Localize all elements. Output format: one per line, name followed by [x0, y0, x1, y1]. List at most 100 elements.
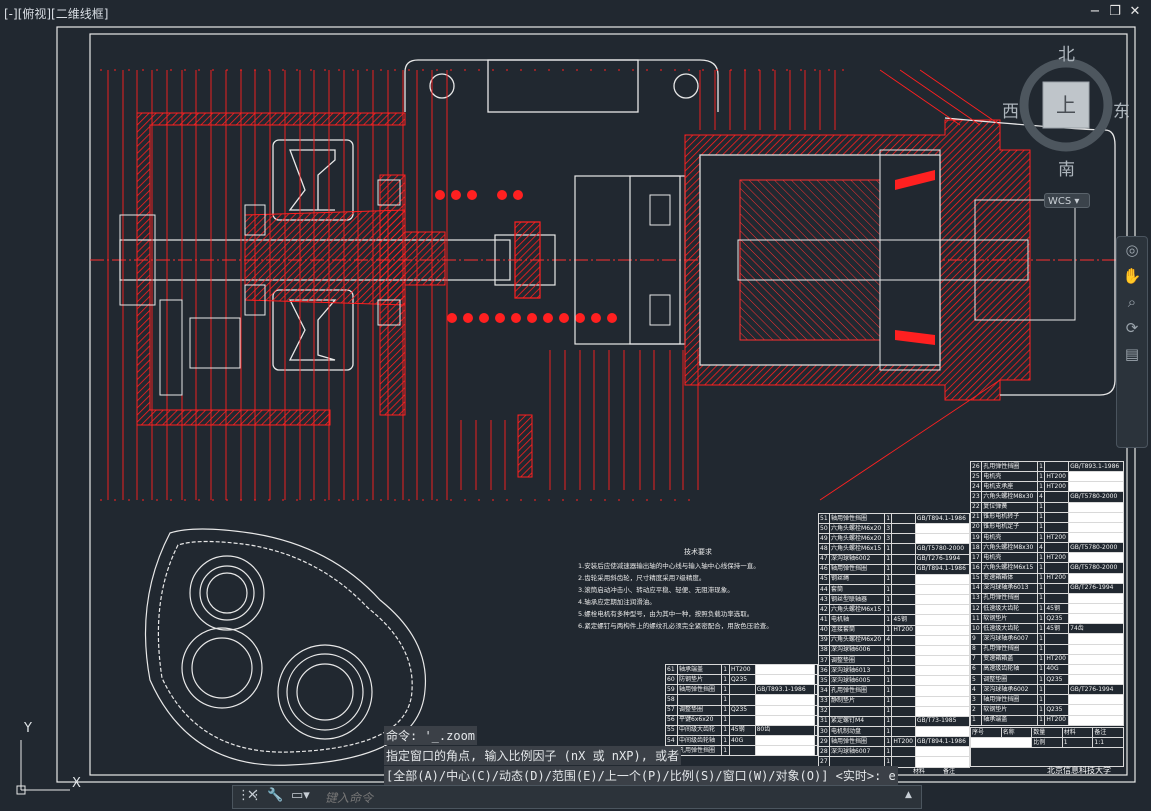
bom-cell: 60	[664, 674, 679, 686]
customize-wrench-icon[interactable]: 🔧	[267, 788, 284, 803]
bom-cell: 5	[969, 673, 983, 686]
bom-cell: 1	[1037, 714, 1046, 726]
bom-cell: 1	[1037, 673, 1046, 686]
bom-cell: 低速级大齿轮	[981, 602, 1039, 615]
bom-cell	[1044, 643, 1070, 655]
viewcube-face: 上	[1056, 93, 1076, 117]
tech-note: 5.螺栓电机有多种型号，由为其中一种，按照负载功率选取。	[578, 610, 754, 618]
bom-cell: 套筒	[829, 583, 886, 596]
bom-cell	[1068, 643, 1124, 655]
bom-row: 53孔用弹性挡圈1	[664, 745, 819, 757]
bom-cell: 40G	[1044, 663, 1070, 675]
bom-cell: 六角头螺栓M6x20	[829, 523, 886, 535]
bom-cell	[1044, 542, 1070, 554]
bom-cell: 深沟球轴承6002	[981, 684, 1039, 696]
bom-cell: 深沟球轴6005	[829, 675, 886, 687]
bom-cell	[813, 714, 819, 726]
bom-cell: 1	[1037, 511, 1046, 523]
bom-cell: 28	[817, 746, 831, 758]
close-button[interactable]: ✕	[1129, 4, 1141, 19]
restore-button[interactable]: ❐	[1109, 4, 1121, 19]
wcs-menu[interactable]: WCS ▾	[1044, 193, 1090, 208]
bom-cell: 45钢	[1044, 602, 1070, 615]
bom-cell: 38	[817, 644, 831, 656]
bom-cell: 55	[664, 724, 679, 736]
signature-block	[970, 747, 1124, 768]
bom-cell: 3	[969, 694, 983, 706]
bom-cell: 六角头螺栓M8x30	[981, 542, 1039, 554]
bom-cell: 深沟球轴承6013	[981, 582, 1039, 594]
bom-cell: 变速箱箱体	[981, 572, 1039, 584]
bom-cell: 56	[664, 714, 679, 726]
minimize-button[interactable]: −	[1089, 4, 1101, 19]
bom-cell: 平键6x6x20	[677, 714, 723, 726]
bom-cell: 20	[969, 521, 983, 533]
bom-cell: 80齿	[754, 724, 815, 736]
tech-note: 6.紧定螺钉与两构件上的螺纹孔必须完全紧密配合，用放色压验查。	[578, 622, 773, 630]
bom-cell	[891, 604, 916, 616]
recent-commands-button[interactable]: ▭▾	[291, 788, 310, 803]
command-history-toggle[interactable]: ▲	[905, 790, 912, 800]
bom-cell: 轴用弹性挡圈	[829, 736, 886, 748]
close-command-line-button[interactable]: ✕	[247, 788, 258, 803]
bom-cell	[677, 694, 723, 706]
bom-cell: 深沟球轴6002	[829, 553, 886, 565]
bom-cell: 59	[664, 684, 679, 696]
bom-cell: 29	[817, 736, 831, 748]
orbit-icon[interactable]: ⟳	[1125, 319, 1139, 337]
bom-cell: GB/T5780-2000	[1068, 491, 1124, 503]
bom-cell: HT200	[1044, 531, 1070, 544]
bom-cell: 30	[817, 725, 831, 738]
bom-cell: 1	[1037, 623, 1046, 635]
coupling	[494, 175, 686, 345]
bom-cell: 3	[884, 533, 893, 545]
bom-cell: 六角头螺栓M6x15	[829, 604, 886, 616]
viewcube-east[interactable]: 东	[1113, 102, 1130, 122]
bom-cell: 孔用弹性挡圈	[677, 745, 723, 757]
bom-cell: 1	[1037, 653, 1046, 665]
bom-cell: 1	[721, 724, 730, 736]
command-input[interactable]	[323, 786, 907, 810]
viewcube-north[interactable]: 北	[1058, 45, 1075, 65]
bom-cell: 1	[884, 725, 893, 738]
bom-cell	[1068, 633, 1124, 645]
bom-cell	[914, 654, 971, 667]
bom-cell: 10	[969, 623, 983, 635]
bom-cell: 1	[884, 563, 893, 575]
bom-cell: 37	[817, 654, 831, 667]
bom-cell	[891, 675, 916, 687]
showmotion-icon[interactable]: ▤	[1124, 345, 1140, 363]
bom-cell	[1068, 552, 1124, 564]
viewport-label[interactable]: [-][俯视][二维线框]	[4, 7, 109, 21]
bom-cell: 1	[884, 604, 893, 616]
bom-cell: 电机壳	[981, 552, 1039, 564]
bom-cell	[754, 714, 815, 726]
tech-note: 1.安装后应使减速器输出轴的中心线与输入轴中心线保持一直。	[578, 562, 760, 570]
bom-cell: 15	[969, 572, 983, 584]
viewcube-west[interactable]: 西	[1002, 102, 1019, 122]
bom-cell	[754, 663, 815, 676]
viewcube-south[interactable]: 南	[1058, 160, 1075, 180]
bom-cell: 1	[1037, 460, 1046, 473]
bom-cell	[914, 604, 971, 616]
steering-wheel-icon[interactable]: ◎	[1125, 241, 1139, 259]
grip-handle[interactable]: ⋮⋮	[237, 788, 263, 803]
bom-cell: 1	[884, 644, 893, 656]
zoom-icon[interactable]: ⌕	[1127, 293, 1137, 311]
bom-cell	[754, 734, 815, 747]
bom-cell: 41	[817, 614, 831, 626]
bom-cell: 孔用弹性挡圈	[981, 643, 1039, 655]
pan-icon[interactable]: ✋	[1122, 267, 1142, 285]
bom-cell: 轴承端盖	[981, 714, 1039, 726]
